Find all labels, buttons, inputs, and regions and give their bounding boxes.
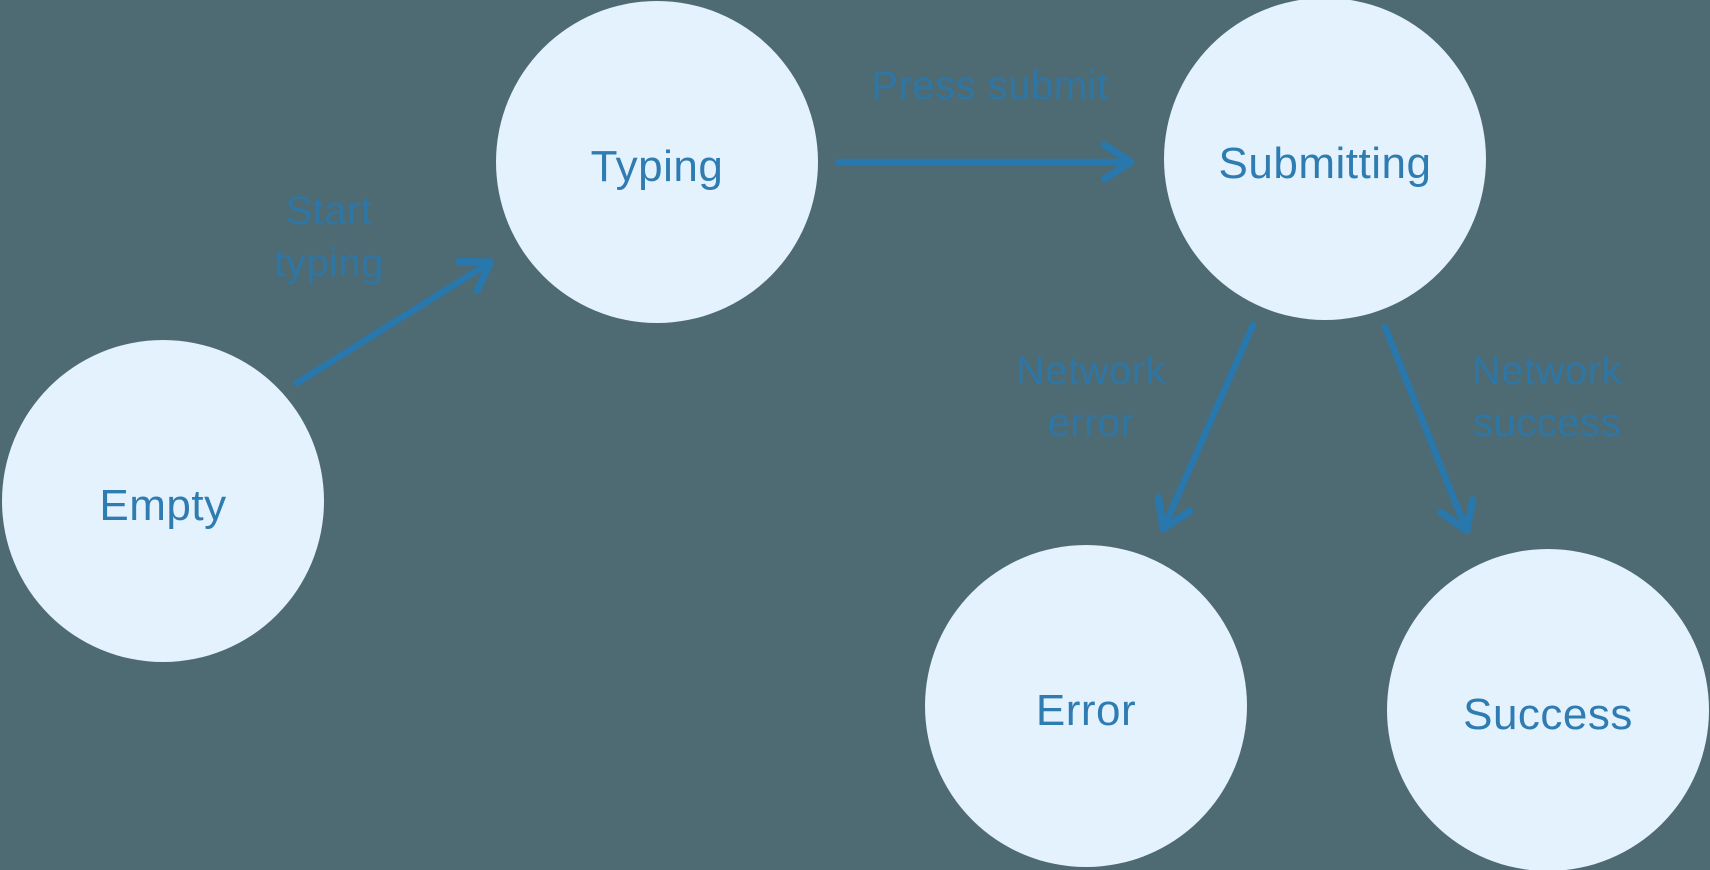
- state-node-success: Success: [1387, 549, 1709, 870]
- state-label-success: Success: [1463, 690, 1633, 739]
- state-label-error: Error: [1035, 686, 1137, 735]
- state-node-error: Error: [925, 545, 1247, 867]
- transition-label-network-error: Network error: [1015, 349, 1167, 445]
- state-node-empty: Empty: [2, 340, 324, 662]
- state-label-empty: Empty: [99, 481, 227, 530]
- transition-label-press-submit: Press submit: [871, 64, 1109, 108]
- transition-label-network-success: Network success: [1471, 349, 1623, 445]
- state-node-typing: Typing: [496, 1, 818, 323]
- state-label-submitting: Submitting: [1218, 139, 1432, 188]
- state-label-typing: Typing: [590, 142, 724, 191]
- state-node-submitting: Submitting: [1164, 0, 1486, 320]
- transition-label-start-typing: Start typing: [274, 189, 384, 285]
